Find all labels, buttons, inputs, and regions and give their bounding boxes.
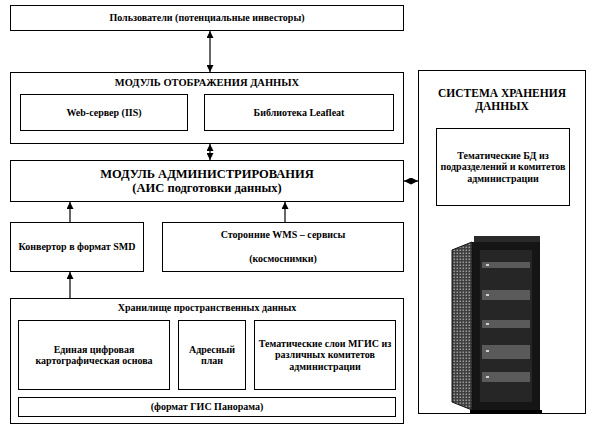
- rack-base: [470, 410, 542, 413]
- rack-body: [472, 242, 540, 410]
- group-box: Хранилище пространственных данныхЕдиная …: [10, 298, 404, 424]
- process-box: Сторонние WMS – сервисы (космоснимки): [162, 222, 404, 272]
- process-box: Тематические БД из подразделений и комит…: [436, 128, 570, 206]
- rack-top: [474, 236, 540, 242]
- box-text: МОДУЛЬ АДМИНИСТРИРОВАНИЯ: [97, 167, 317, 181]
- process-box: Библиотека Leafleat: [204, 94, 394, 131]
- process-box: Конвертор в формат SMD: [10, 222, 144, 272]
- group-box: МОДУЛЬ ОТОБРАЖЕНИЯ ДАННЫХ Web-сервер (IIS…: [10, 72, 404, 144]
- process-box: Web-сервер (IIS): [20, 94, 188, 131]
- box-text: Web-сервер (IIS): [63, 107, 144, 119]
- box-text: СИСТЕМА ХРАНЕНИЯ ДАННЫХ: [419, 87, 585, 113]
- box-text: (АИС подготовки данных): [129, 181, 284, 195]
- arrow-connector: [209, 144, 210, 160]
- box-text: Адресный план: [179, 344, 245, 367]
- arrow-connector: [209, 31, 210, 72]
- process-box: Адресный план: [178, 320, 246, 390]
- arrow-connector: [284, 202, 285, 222]
- arrow-connector: [69, 272, 70, 298]
- box-text: Сторонние WMS – сервисы: [218, 229, 349, 241]
- process-box: Тематические слои МГИС из различных коми…: [254, 320, 396, 390]
- process-box: (формат ГИС Панорама): [18, 397, 396, 417]
- rack-units: [482, 262, 530, 382]
- box-text: (формат ГИС Панорама): [148, 401, 267, 413]
- box-text: Конвертор в формат SMD: [16, 241, 139, 253]
- box-text: Библиотека Leafleat: [251, 107, 348, 119]
- box-text: Пользователи (потенциальные инвесторы): [106, 12, 307, 24]
- process-box: МОДУЛЬ АДМИНИСТРИРОВАНИЯ(АИС подготовки …: [10, 160, 404, 202]
- arrow-connector: [69, 202, 70, 222]
- box-text: Единая цифровая картографическая основа: [19, 344, 169, 367]
- box-text: МОДУЛЬ ОТОБРАЖЕНИЯ ДАННЫХ: [112, 77, 302, 89]
- rack-door: [452, 242, 472, 410]
- rack-front: [480, 250, 532, 402]
- group-box: СИСТЕМА ХРАНЕНИЯ ДАННЫХ Тематические БД и…: [418, 70, 586, 414]
- process-box: Пользователи (потенциальные инвесторы): [10, 5, 404, 31]
- process-box: Единая цифровая картографическая основа: [18, 320, 170, 390]
- box-text: Тематические слои МГИС из различных коми…: [255, 338, 395, 373]
- box-text: Тематические БД из подразделений и комит…: [437, 150, 569, 185]
- arrow-connector: [404, 180, 418, 181]
- rack-leds: [486, 264, 489, 378]
- box-text: (космоснимки): [246, 253, 320, 265]
- box-text: Хранилище пространственных данных: [115, 302, 300, 314]
